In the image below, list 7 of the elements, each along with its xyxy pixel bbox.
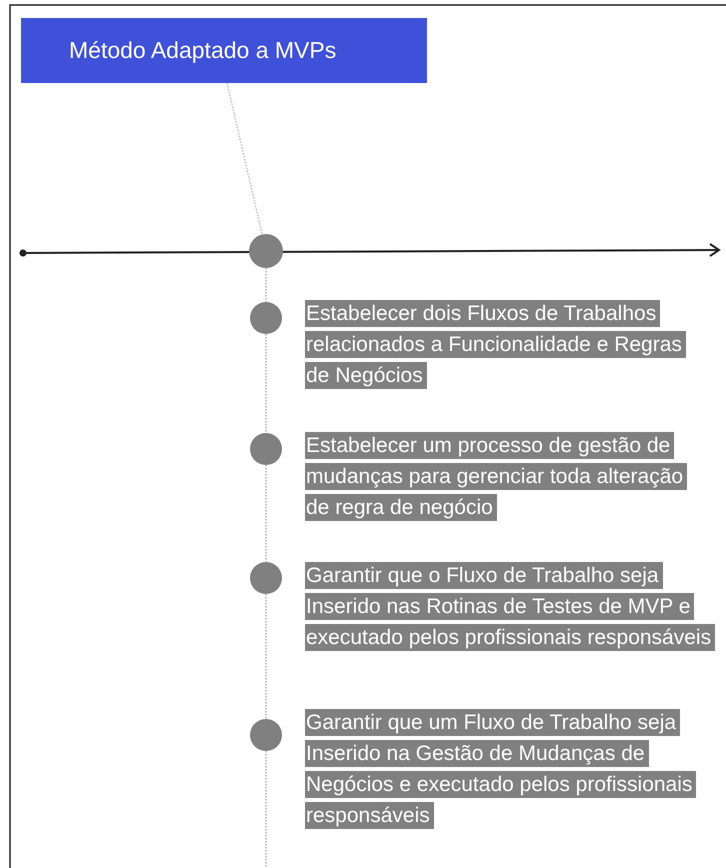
timeline-dot: [250, 433, 282, 465]
timeline-dot: [250, 719, 282, 751]
connector-line: [226, 82, 263, 235]
timeline-dot: [250, 302, 282, 334]
timeline-dot: [249, 234, 283, 268]
title-box: Método Adaptado a MVPs: [21, 18, 427, 83]
timeline-dot: [250, 562, 282, 594]
